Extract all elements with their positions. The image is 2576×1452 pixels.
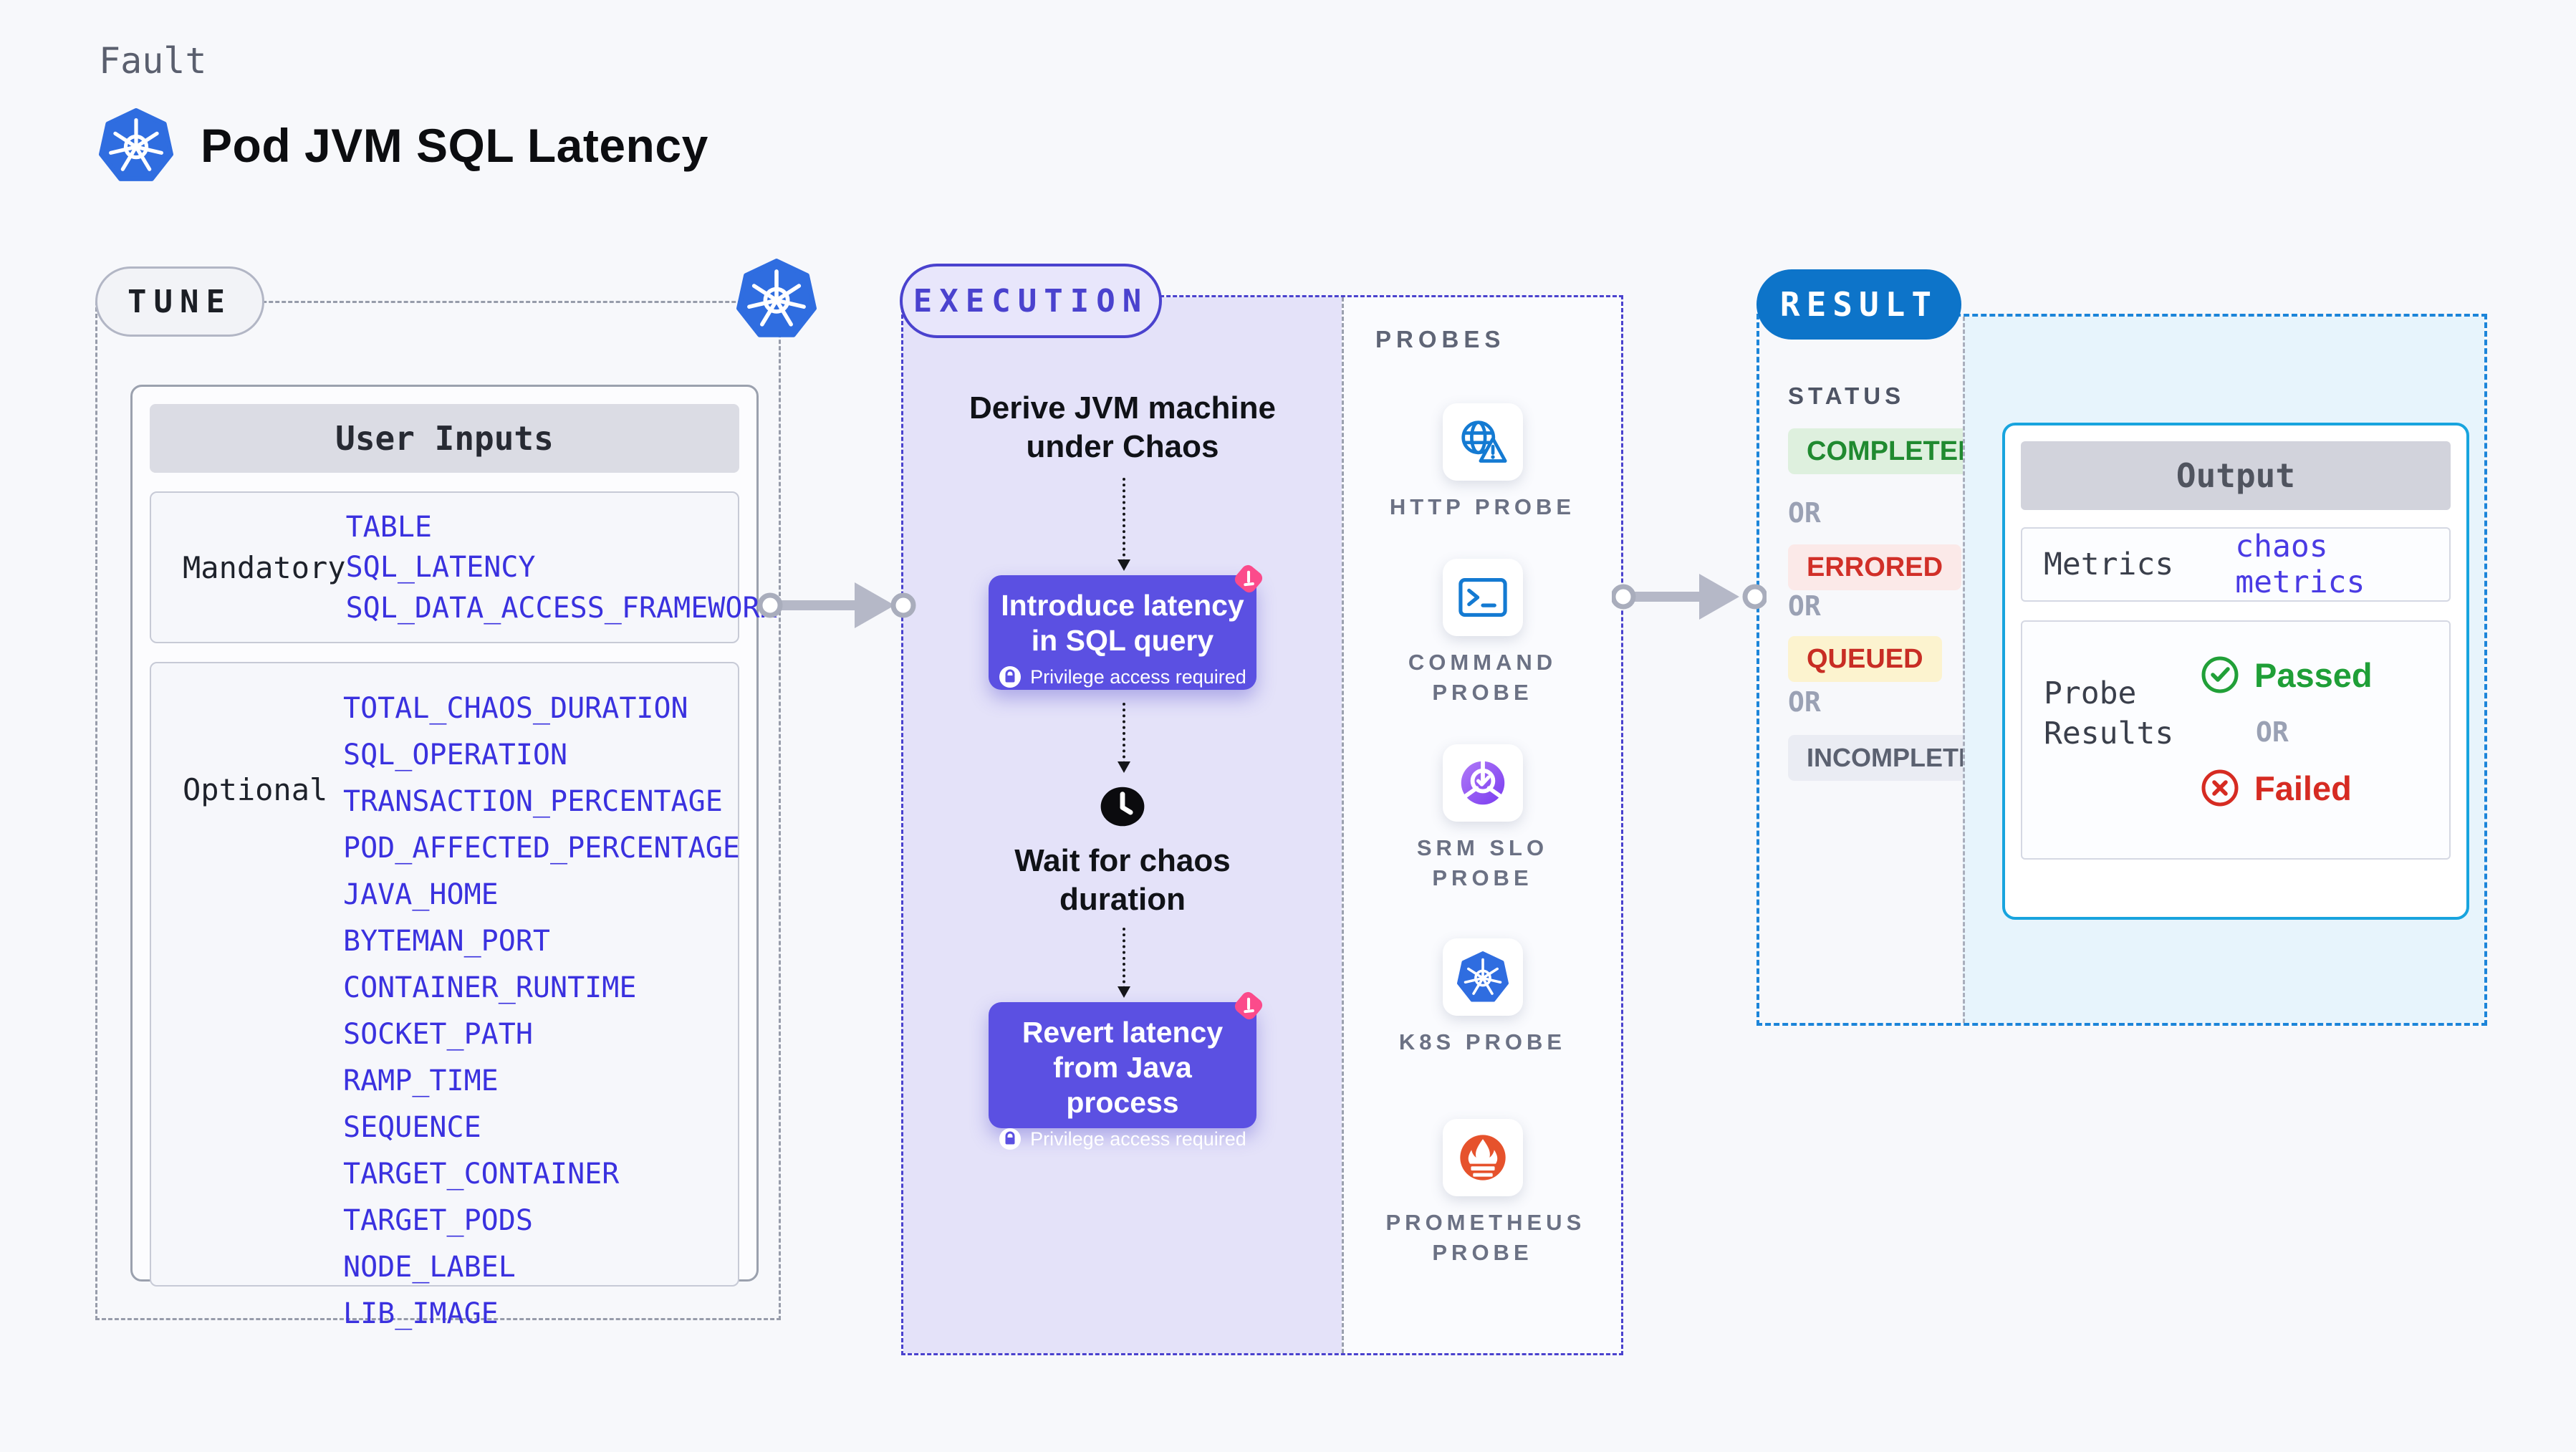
input-variable: POD_AFFECTED_PERCENTAGE [343,832,740,865]
input-variable: LIB_IMAGE [343,1297,499,1330]
input-variable: TOTAL_CHAOS_DURATION [343,692,688,725]
execution-section: Derive JVM machine under Chaos Introduce… [901,295,1623,1355]
page-title: Pod JVM SQL Latency [201,119,708,172]
tune-pill: TUNE [95,266,264,337]
input-variable: TRANSACTION_PERCENTAGE [343,785,723,818]
result-section: STATUS COMPLETED OR ERRORED OR QUEUED OR… [1756,314,2487,1026]
clock-icon [1099,784,1146,829]
status-badge: COMPLETED [1788,428,1996,474]
kubernetes-icon [99,107,173,183]
probe-item: HTTP PROBE [1344,403,1621,522]
input-variable: TARGET_PODS [343,1204,533,1237]
or-separator: OR [1788,686,1821,718]
x-circle-icon [2201,769,2239,807]
input-variable: CONTAINER_RUNTIME [343,971,637,1004]
or-separator: OR [2256,716,2289,748]
fault-eyebrow: Fault [99,40,207,82]
output-area: Output Metrics chaos metrics Probe Resul… [1963,317,2484,1023]
input-variable: NODE_LABEL [343,1251,516,1284]
privilege-text: Privilege access required [1030,665,1246,688]
probe-results-values: Passed OR Failed [2174,622,2373,858]
probe-item: K8S PROBE [1344,938,1621,1057]
failed-text: Failed [2254,769,2352,807]
probes-panel: PROBES HTTP PROBE [1342,297,1621,1353]
input-variable: SOCKET_PATH [343,1018,533,1051]
privilege-text: Privilege access required [1030,1128,1246,1150]
status-column: STATUS COMPLETED OR ERRORED OR QUEUED OR… [1759,317,2014,1023]
lock-icon [999,666,1022,688]
input-variable: BYTEMAN_PORT [343,925,550,958]
mandatory-label: Mandatory [183,549,346,585]
wait-step-text: Wait for chaos duration [1014,843,1231,917]
privilege-badge: Privilege access required [989,665,1256,688]
input-variable: SQL_DATA_ACCESS_FRAMEWORK [345,591,777,625]
http-probe-icon [1442,403,1523,481]
probe-label: PROMETHEUS PROBE [1385,1210,1586,1265]
output-title: Output [2021,441,2451,510]
inject-latency-title: Introduce latency in SQL query [1001,589,1244,657]
inject-latency-card: Introduce latency in SQL query Privilege… [989,564,1263,690]
execution-pill: EXECUTION [900,264,1162,338]
metrics-value: chaos metrics [2235,529,2365,600]
lock-icon [999,1128,1022,1150]
or-separator: OR [1788,590,1821,622]
input-variable: SEQUENCE [343,1111,481,1144]
revert-latency-title: Revert latency from Java process [1022,1016,1224,1119]
mandatory-row: Mandatory TABLE SQL_LATENCY SQL_DATA_ACC… [150,491,777,643]
prometheus-probe-icon [1442,1119,1523,1196]
chaos-icon [1234,991,1263,1020]
input-variable: RAMP_TIME [343,1064,499,1097]
passed-text: Passed [2254,655,2373,694]
execution-to-result-arrow [1612,574,1767,620]
status-badge: QUEUED [1788,636,1942,682]
kubernetes-icon [736,258,817,340]
privilege-badge: Privilege access required [989,1128,1256,1150]
result-pill: RESULT [1756,269,1961,340]
user-inputs-title: User Inputs [150,404,739,473]
input-variable: JAVA_HOME [343,878,499,911]
mandatory-values: TABLE SQL_LATENCY SQL_DATA_ACCESS_FRAMEW… [346,493,777,642]
revert-latency-card: Revert latency from Java process Privile… [989,991,1263,1150]
command-probe-icon [1442,559,1523,636]
probe-item: COMMAND PROBE [1344,559,1621,708]
probe-label: HTTP PROBE [1389,494,1576,519]
optional-values: TOTAL_CHAOS_DURATION SQL_OPERATION TRANS… [343,663,740,1330]
probe-item: PROMETHEUS PROBE [1344,1119,1621,1268]
chaos-icon [1234,564,1263,593]
probe-results-row: Probe Results Passed OR [2021,620,2451,860]
flow-arrow-down [1118,928,1130,998]
optional-label: Optional [183,772,328,807]
probe-label: K8S PROBE [1398,1029,1567,1054]
optional-row: Optional TOTAL_CHAOS_DURATION SQL_OPERAT… [150,662,740,1330]
check-circle-icon [2201,656,2239,693]
probe-label: SRM SLO PROBE [1416,835,1549,890]
flow-arrow-down [1118,703,1130,773]
user-inputs-card: User Inputs Mandatory TABLE SQL_LATENCY … [130,385,777,1330]
srm-slo-probe-icon [1442,744,1523,822]
probe-results-label: Probe Results [2044,675,2174,751]
tune-to-execution-arrow [757,582,916,628]
derive-step-text: Derive JVM machine under Chaos [969,390,1276,464]
probe-label: COMMAND PROBE [1408,650,1557,705]
input-variable: SQL_OPERATION [343,739,568,771]
input-variable: SQL_LATENCY [345,551,536,584]
metrics-label: Metrics [2044,547,2174,582]
probe-item: SRM SLO PROBE [1344,744,1621,893]
execution-flow: Derive JVM machine under Chaos Introduce… [903,297,1342,1353]
passed-row: Passed [2200,655,2373,695]
status-badge: ERRORED [1788,544,1962,590]
status-title: STATUS [1788,383,1905,409]
flow-arrow-down [1118,478,1130,571]
tune-section [95,301,781,1320]
metrics-row: Metrics chaos metrics [2021,527,2451,602]
k8s-probe-icon [1442,938,1523,1016]
output-panel: Output Metrics chaos metrics Probe Resul… [2002,423,2469,920]
failed-row: Failed [2200,768,2373,808]
probes-title: PROBES [1375,326,1506,352]
input-variable: TABLE [345,510,432,544]
or-separator: OR [1788,497,1821,529]
input-variable: TARGET_CONTAINER [343,1158,620,1191]
